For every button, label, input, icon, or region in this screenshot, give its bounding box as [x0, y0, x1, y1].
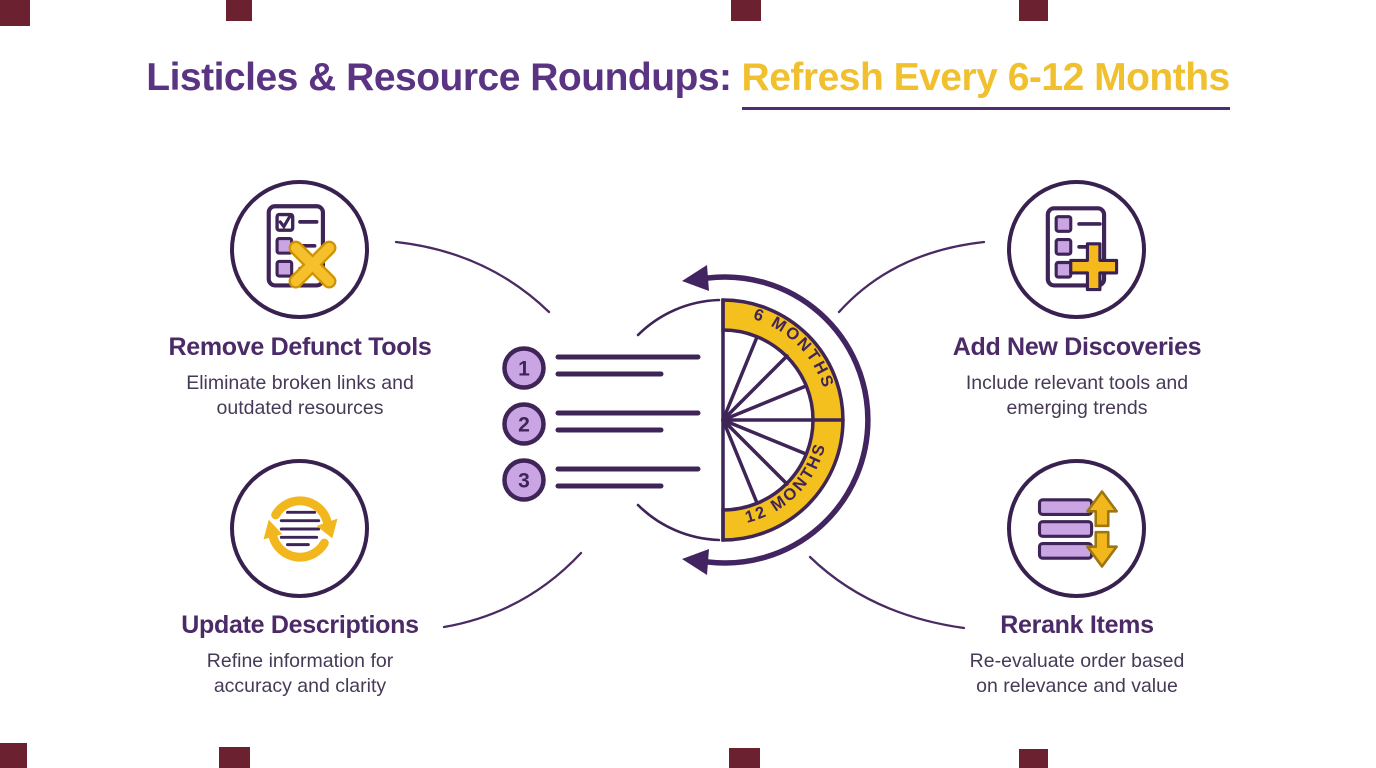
cycle-arrow-top-head: [682, 265, 709, 291]
checklist-x-icon: [230, 180, 369, 319]
gauge-yellow-ring: [721, 298, 845, 542]
list-badge-1: [502, 346, 546, 390]
quadrant-add-new-discoveries: Add New Discoveries Include relevant too…: [887, 333, 1267, 421]
list-badge-3: [502, 458, 546, 502]
title-highlight: Refresh Every 6-12 Months: [741, 56, 1230, 110]
quadrant-update-descriptions: Update Descriptions Refine information f…: [110, 611, 490, 699]
page-title: Listicles & Resource Roundups: Refresh E…: [0, 56, 1376, 110]
edge-mark: [729, 748, 760, 768]
connector-bottom-right: [808, 555, 966, 630]
numbered-list: 1 2 3: [502, 346, 701, 502]
connector-curves: [394, 240, 986, 630]
quadrant-rerank-items: Rerank Items Re-evaluate order based on …: [887, 611, 1267, 699]
quadrant-heading: Rerank Items: [1000, 611, 1154, 639]
list-item: 3: [502, 458, 701, 502]
edge-mark: [219, 747, 250, 768]
quadrant-description: Refine information for accuracy and clar…: [206, 650, 394, 697]
list-item: 1: [502, 346, 701, 390]
edge-mark: [226, 0, 252, 21]
refresh-gauge: 6 MONTHS 12 MONTHS: [636, 265, 871, 575]
edge-mark: [731, 0, 761, 21]
quadrant-heading: Add New Discoveries: [952, 333, 1202, 361]
cycle-arrow-bottom-head: [682, 549, 709, 575]
quadrant-description: Eliminate broken links and outdated reso…: [186, 372, 414, 419]
gauge-spokes: [721, 298, 845, 542]
edge-mark: [0, 743, 27, 768]
quadrant-description: Re-evaluate order based on relevance and…: [969, 650, 1185, 697]
list-badge-2: [502, 402, 546, 446]
quadrant-description: Include relevant tools and emerging tren…: [965, 372, 1189, 419]
rerank-arrows-icon: [1007, 459, 1146, 598]
edge-mark: [1019, 749, 1048, 768]
connector-top-left: [394, 240, 551, 314]
quadrant-heading: Update Descriptions: [181, 611, 419, 639]
cycle-arrow-arc: [705, 274, 871, 566]
quadrant-heading: Remove Defunct Tools: [168, 333, 432, 361]
edge-mark: [0, 0, 30, 26]
list-number: 2: [518, 414, 530, 437]
connector-bottom-left: [442, 551, 583, 629]
connector-top-right: [837, 240, 986, 314]
list-number: 3: [518, 470, 530, 493]
refresh-cycle-icon: [230, 459, 369, 598]
title-prefix: Listicles & Resource Roundups:: [146, 56, 732, 99]
list-number: 1: [518, 358, 530, 381]
quadrant-remove-defunct-tools: Remove Defunct Tools Eliminate broken li…: [110, 333, 490, 421]
gauge-left-arcs: [636, 298, 721, 542]
checklist-plus-icon: [1007, 180, 1146, 319]
list-item: 2: [502, 402, 701, 446]
edge-mark: [1019, 0, 1048, 21]
